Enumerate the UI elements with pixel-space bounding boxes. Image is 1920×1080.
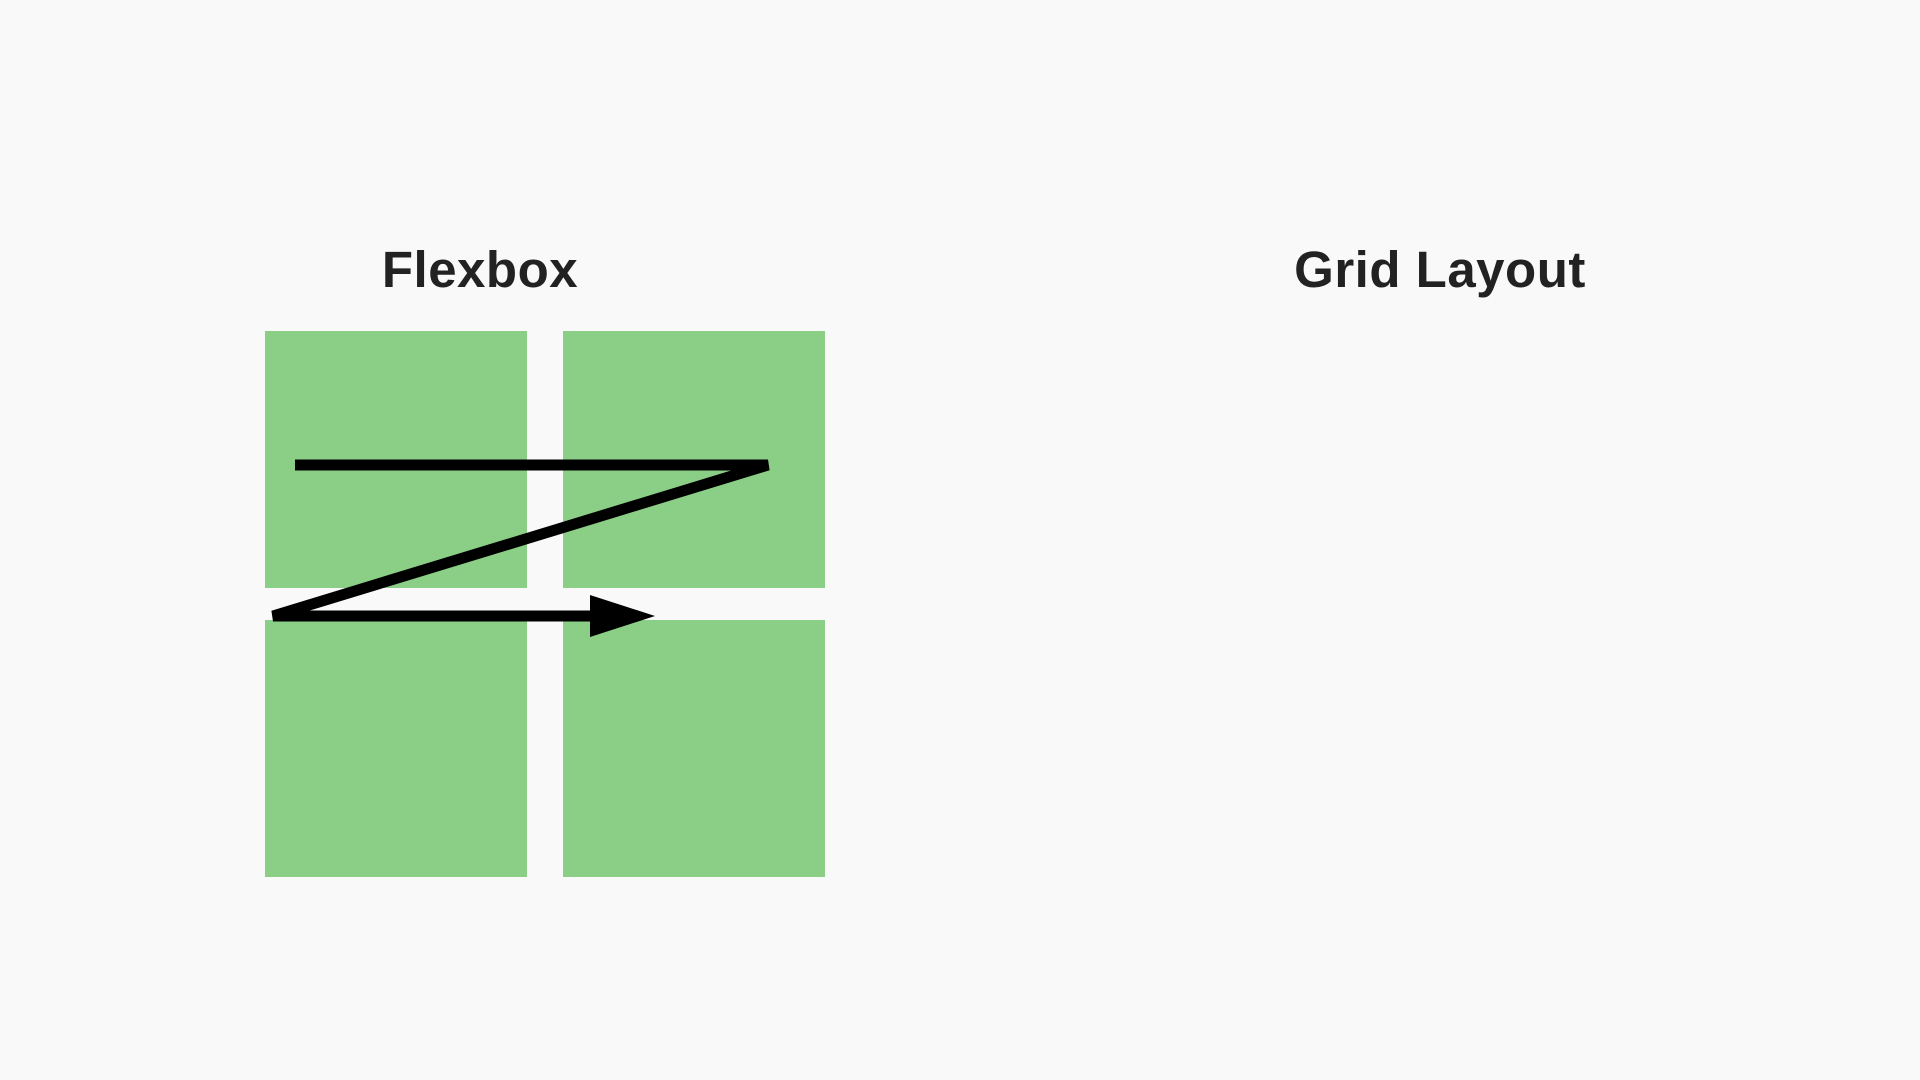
- flexbox-tile-2: [563, 331, 825, 588]
- flexbox-tile-1: [265, 331, 527, 588]
- flexbox-tile-4: [563, 620, 825, 877]
- flexbox-panel-title: Flexbox: [381, 241, 579, 299]
- flexbox-panel: Flexbox: [265, 241, 825, 877]
- grid-panel: Grid Layout: [960, 0, 1920, 1080]
- flexbox-diagram: [265, 331, 825, 877]
- flexbox-tile-3: [265, 620, 527, 877]
- grid-panel-title: Grid Layout: [1294, 241, 1586, 299]
- flexbox-tile-grid: [265, 331, 825, 877]
